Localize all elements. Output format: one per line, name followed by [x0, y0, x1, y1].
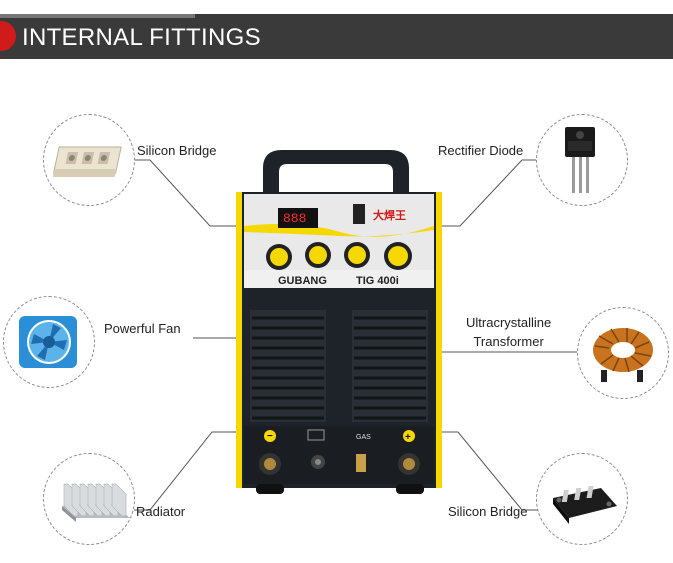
rectifier-diode-icon: [565, 127, 595, 193]
radiator-thumb: [43, 453, 135, 545]
plus-symbol: +: [405, 432, 411, 443]
control-knobs[interactable]: [266, 242, 412, 270]
powerful-fan-thumb: [3, 296, 95, 388]
chinese-brand-label: 大焊王: [373, 208, 406, 222]
power-switch[interactable]: [353, 204, 365, 224]
rectifier-diode-thumb: [536, 114, 628, 206]
plus-indicator: [403, 430, 415, 442]
radiator-icon: [62, 483, 130, 522]
model-label: TIG 400i: [356, 275, 399, 287]
header-bullet-icon: [0, 21, 16, 51]
minus-indicator: [264, 430, 276, 442]
transformer-icon: [593, 328, 653, 382]
rectifier-diode-label: Rectifier Diode: [438, 143, 524, 158]
silicon-bridge-thumb-bottom: [536, 453, 628, 545]
radiator-label: Radiator: [136, 504, 186, 519]
transformer-label-line2: Transformer: [473, 334, 544, 349]
gas-label: GAS: [356, 434, 371, 441]
silicon-bridge-thumb-top: [43, 114, 135, 206]
transformer-label: Ultracrystalline Transformer: [466, 313, 551, 351]
transformer-label-line1: Ultracrystalline: [466, 315, 552, 330]
brand-label: GUBANG: [278, 275, 327, 287]
section-header: [0, 14, 673, 59]
output-terminals[interactable]: [259, 453, 420, 475]
section-title: INTERNAL FITTINGS: [22, 24, 261, 51]
digital-display: [278, 208, 318, 228]
powerful-fan-label: Powerful Fan: [104, 321, 181, 336]
transformer-thumb: [577, 307, 669, 399]
fan-icon: [19, 316, 77, 368]
silicon-bridge-icon: [52, 146, 122, 177]
header-accent-line: [0, 14, 195, 18]
minus-symbol: −: [267, 431, 273, 442]
silicon-bridge-label-bottom: Silicon Bridge: [448, 504, 528, 519]
silicon-bridge-label-top: Silicon Bridge: [137, 143, 217, 158]
display-readout: 888: [283, 211, 306, 226]
silicon-bridge-module-icon: [553, 486, 617, 524]
